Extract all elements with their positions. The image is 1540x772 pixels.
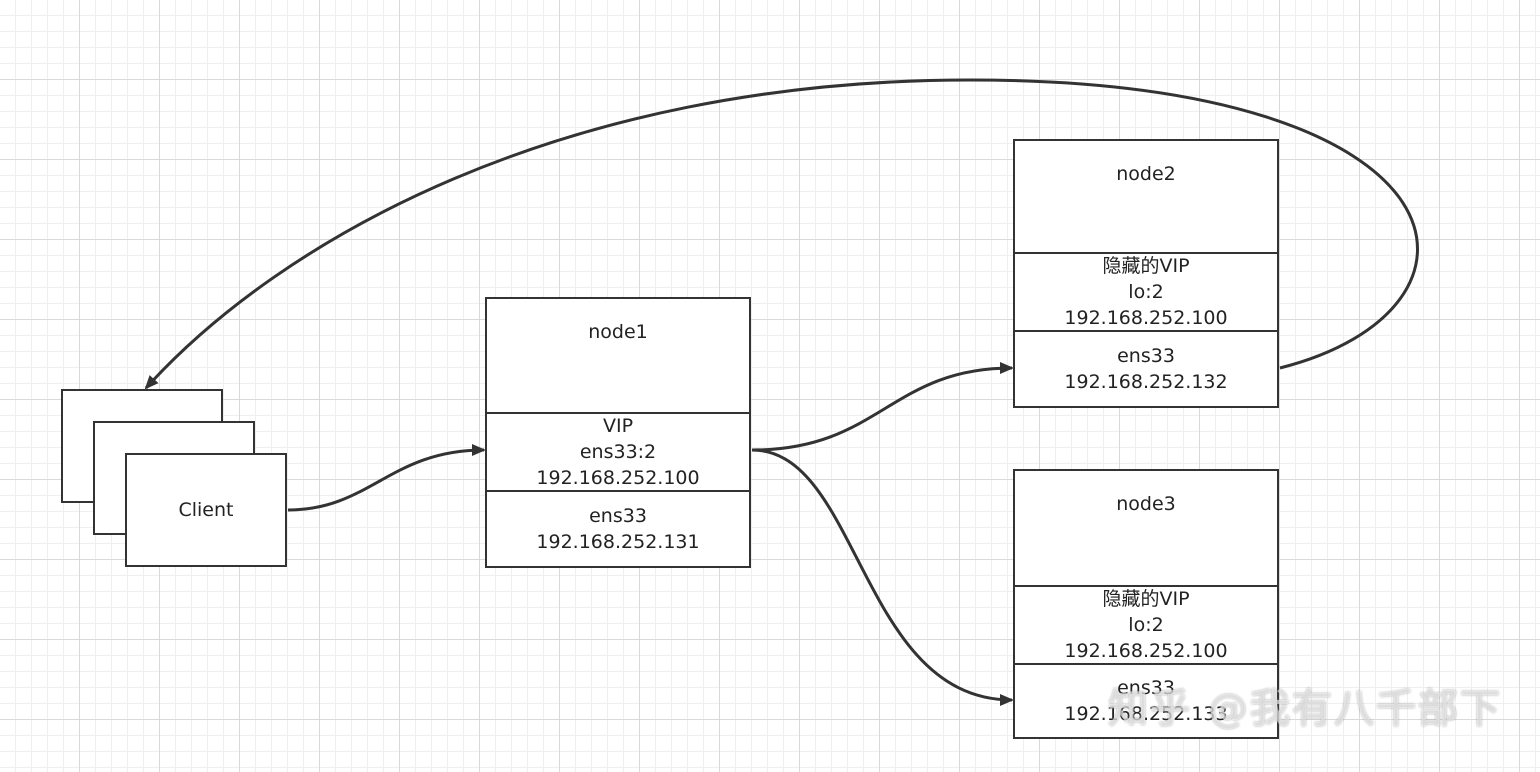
node3-vip-section: 隐藏的VIP lo:2 192.168.252.100 bbox=[1015, 585, 1277, 663]
edge-client-to-node1 bbox=[287, 444, 486, 512]
node1-vip-iface: ens33:2 bbox=[579, 441, 657, 463]
node2-vip-label: 隐藏的VIP bbox=[1102, 255, 1190, 277]
watermark: 知乎 @我有八千部下 bbox=[1108, 686, 1502, 732]
node1-nic-iface: ens33 bbox=[589, 505, 647, 527]
node3-vip-label: 隐藏的VIP bbox=[1102, 588, 1190, 610]
node1-vip-section: VIP ens33:2 192.168.252.100 bbox=[487, 412, 749, 490]
client-box[interactable]: Client bbox=[125, 453, 287, 567]
node3-title: node3 bbox=[1116, 493, 1176, 515]
node1-vip-ip: 192.168.252.100 bbox=[536, 467, 700, 489]
node3-title-section: node3 bbox=[1015, 471, 1277, 585]
node2-nic-iface: ens33 bbox=[1117, 345, 1175, 367]
node3-nic-section: ens33 192.168.252.133 bbox=[1015, 663, 1277, 737]
node2-nic-ip: 192.168.252.132 bbox=[1064, 371, 1228, 393]
node1-box[interactable]: node1 VIP ens33:2 192.168.252.100 ens33 … bbox=[485, 297, 751, 568]
node1-nic-ip: 192.168.252.131 bbox=[536, 531, 700, 553]
edge-node1-to-node2 bbox=[751, 362, 1014, 452]
node2-vip-ip: 192.168.252.100 bbox=[1064, 307, 1228, 329]
client-label: Client bbox=[178, 499, 234, 521]
node2-vip-section: 隐藏的VIP lo:2 192.168.252.100 bbox=[1015, 252, 1277, 330]
node3-vip-iface: lo:2 bbox=[1128, 614, 1164, 636]
node2-nic-section: ens33 192.168.252.132 bbox=[1015, 330, 1277, 406]
node3-nic-iface: ens33 bbox=[1117, 677, 1175, 699]
node2-box[interactable]: node2 隐藏的VIP lo:2 192.168.252.100 ens33 … bbox=[1013, 139, 1279, 408]
edge-node1-to-node3 bbox=[751, 448, 1014, 706]
node2-vip-iface: lo:2 bbox=[1128, 281, 1164, 303]
node2-title-section: node2 bbox=[1015, 141, 1277, 252]
node3-box[interactable]: node3 隐藏的VIP lo:2 192.168.252.100 ens33 … bbox=[1013, 469, 1279, 739]
node3-vip-ip: 192.168.252.100 bbox=[1064, 640, 1228, 662]
node2-title: node2 bbox=[1116, 163, 1176, 185]
node1-vip-label: VIP bbox=[602, 415, 634, 437]
node1-title: node1 bbox=[588, 321, 648, 343]
node3-nic-ip: 192.168.252.133 bbox=[1064, 703, 1228, 725]
node1-nic-section: ens33 192.168.252.131 bbox=[487, 490, 749, 566]
node1-title-section: node1 bbox=[487, 299, 749, 412]
